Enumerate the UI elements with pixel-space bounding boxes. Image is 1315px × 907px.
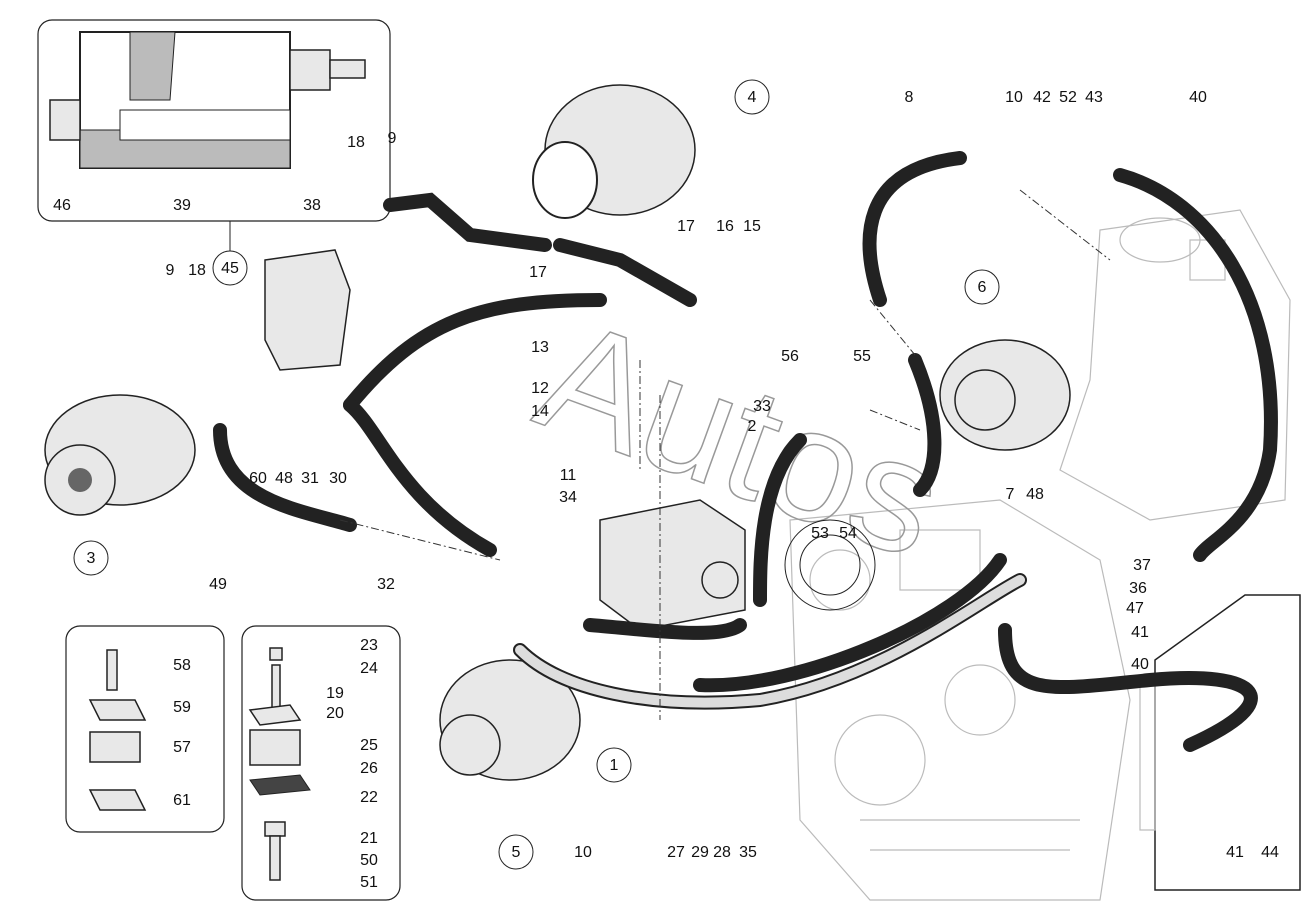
callout-51: 51	[360, 874, 378, 891]
valve-block-45	[264, 249, 351, 371]
callout-48: 48	[275, 470, 293, 487]
callout-59: 59	[173, 699, 191, 716]
callout-2: 2	[748, 418, 757, 435]
callout-12: 12	[531, 380, 549, 397]
callout-44: 44	[1261, 844, 1279, 861]
callout-9: 9	[166, 262, 175, 279]
hydrostatic-pump-1	[599, 499, 746, 631]
callout-circle	[73, 540, 109, 576]
o-ring-53-inner	[799, 534, 861, 596]
callout-32: 32	[377, 576, 395, 593]
callout-11: 11	[560, 467, 577, 484]
callout-34: 34	[559, 489, 577, 506]
callout-54: 54	[839, 525, 857, 542]
callout-39: 39	[173, 197, 191, 214]
callout-52: 52	[1059, 89, 1077, 106]
callout-17: 17	[677, 218, 695, 235]
callout-1: 1	[610, 757, 619, 774]
hydraulic-tank	[1059, 209, 1291, 521]
callout-25: 25	[360, 737, 378, 754]
callout-8: 8	[905, 89, 914, 106]
callout-5: 5	[512, 844, 521, 861]
callout-4: 4	[748, 89, 757, 106]
callout-50: 50	[360, 852, 378, 869]
callout-41: 41	[1131, 624, 1149, 641]
callout-21: 21	[360, 830, 378, 847]
callout-22: 22	[360, 789, 378, 806]
callout-14: 14	[531, 403, 549, 420]
o-ring-53	[784, 519, 876, 611]
callout-56: 56	[781, 348, 799, 365]
callout-7: 7	[1006, 486, 1015, 503]
callout-circle	[498, 834, 534, 870]
valve-detail-inset	[37, 19, 391, 222]
callout-60: 60	[249, 470, 267, 487]
callout-19: 19	[326, 685, 344, 702]
oil-cooler	[1139, 594, 1301, 891]
valve-section-drawing	[49, 31, 366, 169]
callout-41: 41	[1226, 844, 1244, 861]
hoses	[213, 151, 1278, 752]
engine-outline	[789, 499, 1131, 901]
callout-circle	[212, 250, 248, 286]
callout-13: 13	[531, 339, 549, 356]
callout-3: 3	[87, 550, 96, 567]
callout-55: 55	[853, 348, 871, 365]
callout-49: 49	[209, 576, 227, 593]
callout-24: 24	[360, 660, 378, 677]
callout-45: 45	[221, 260, 239, 277]
callout-36: 36	[1129, 580, 1147, 597]
callout-23: 23	[360, 637, 378, 654]
callout-38: 38	[303, 197, 321, 214]
wheel-motor-5	[439, 659, 581, 781]
callout-10: 10	[574, 844, 592, 861]
clamp-kit-inset-a	[65, 625, 225, 833]
callout-20: 20	[326, 705, 344, 722]
callout-18: 18	[188, 262, 206, 279]
callout-26: 26	[360, 760, 378, 777]
center-lines	[339, 189, 1111, 720]
callout-15: 15	[743, 218, 761, 235]
callout-9: 9	[388, 130, 397, 147]
callout-40: 40	[1131, 656, 1149, 673]
clamp-parts	[88, 647, 311, 881]
callout-10: 10	[1005, 89, 1023, 106]
callout-28: 28	[713, 844, 731, 861]
callout-58: 58	[173, 657, 191, 674]
callout-circle	[964, 269, 1000, 305]
callout-42: 42	[1033, 89, 1051, 106]
wheel-motor-3	[44, 394, 196, 516]
callout-6: 6	[978, 279, 987, 296]
callout-48: 48	[1026, 486, 1044, 503]
callout-37: 37	[1133, 557, 1151, 574]
callout-29: 29	[691, 844, 709, 861]
callout-43: 43	[1085, 89, 1103, 106]
clamp-kit-inset-b	[241, 625, 401, 901]
callout-61: 61	[173, 792, 191, 809]
callout-27: 27	[667, 844, 685, 861]
callout-53: 53	[811, 525, 829, 542]
callout-47: 47	[1126, 600, 1144, 617]
callout-16: 16	[716, 218, 734, 235]
wheel-motor-6	[939, 339, 1071, 451]
callout-35: 35	[739, 844, 757, 861]
wheel-motor-4	[532, 84, 696, 219]
callout-30: 30	[329, 470, 347, 487]
callout-17: 17	[529, 264, 547, 281]
callout-33: 33	[753, 398, 771, 415]
callout-31: 31	[301, 470, 319, 487]
callout-circle	[734, 79, 770, 115]
callout-circle	[596, 747, 632, 783]
callout-40: 40	[1189, 89, 1207, 106]
callout-46: 46	[53, 197, 71, 214]
callout-57: 57	[173, 739, 191, 756]
callout-18: 18	[347, 134, 365, 151]
